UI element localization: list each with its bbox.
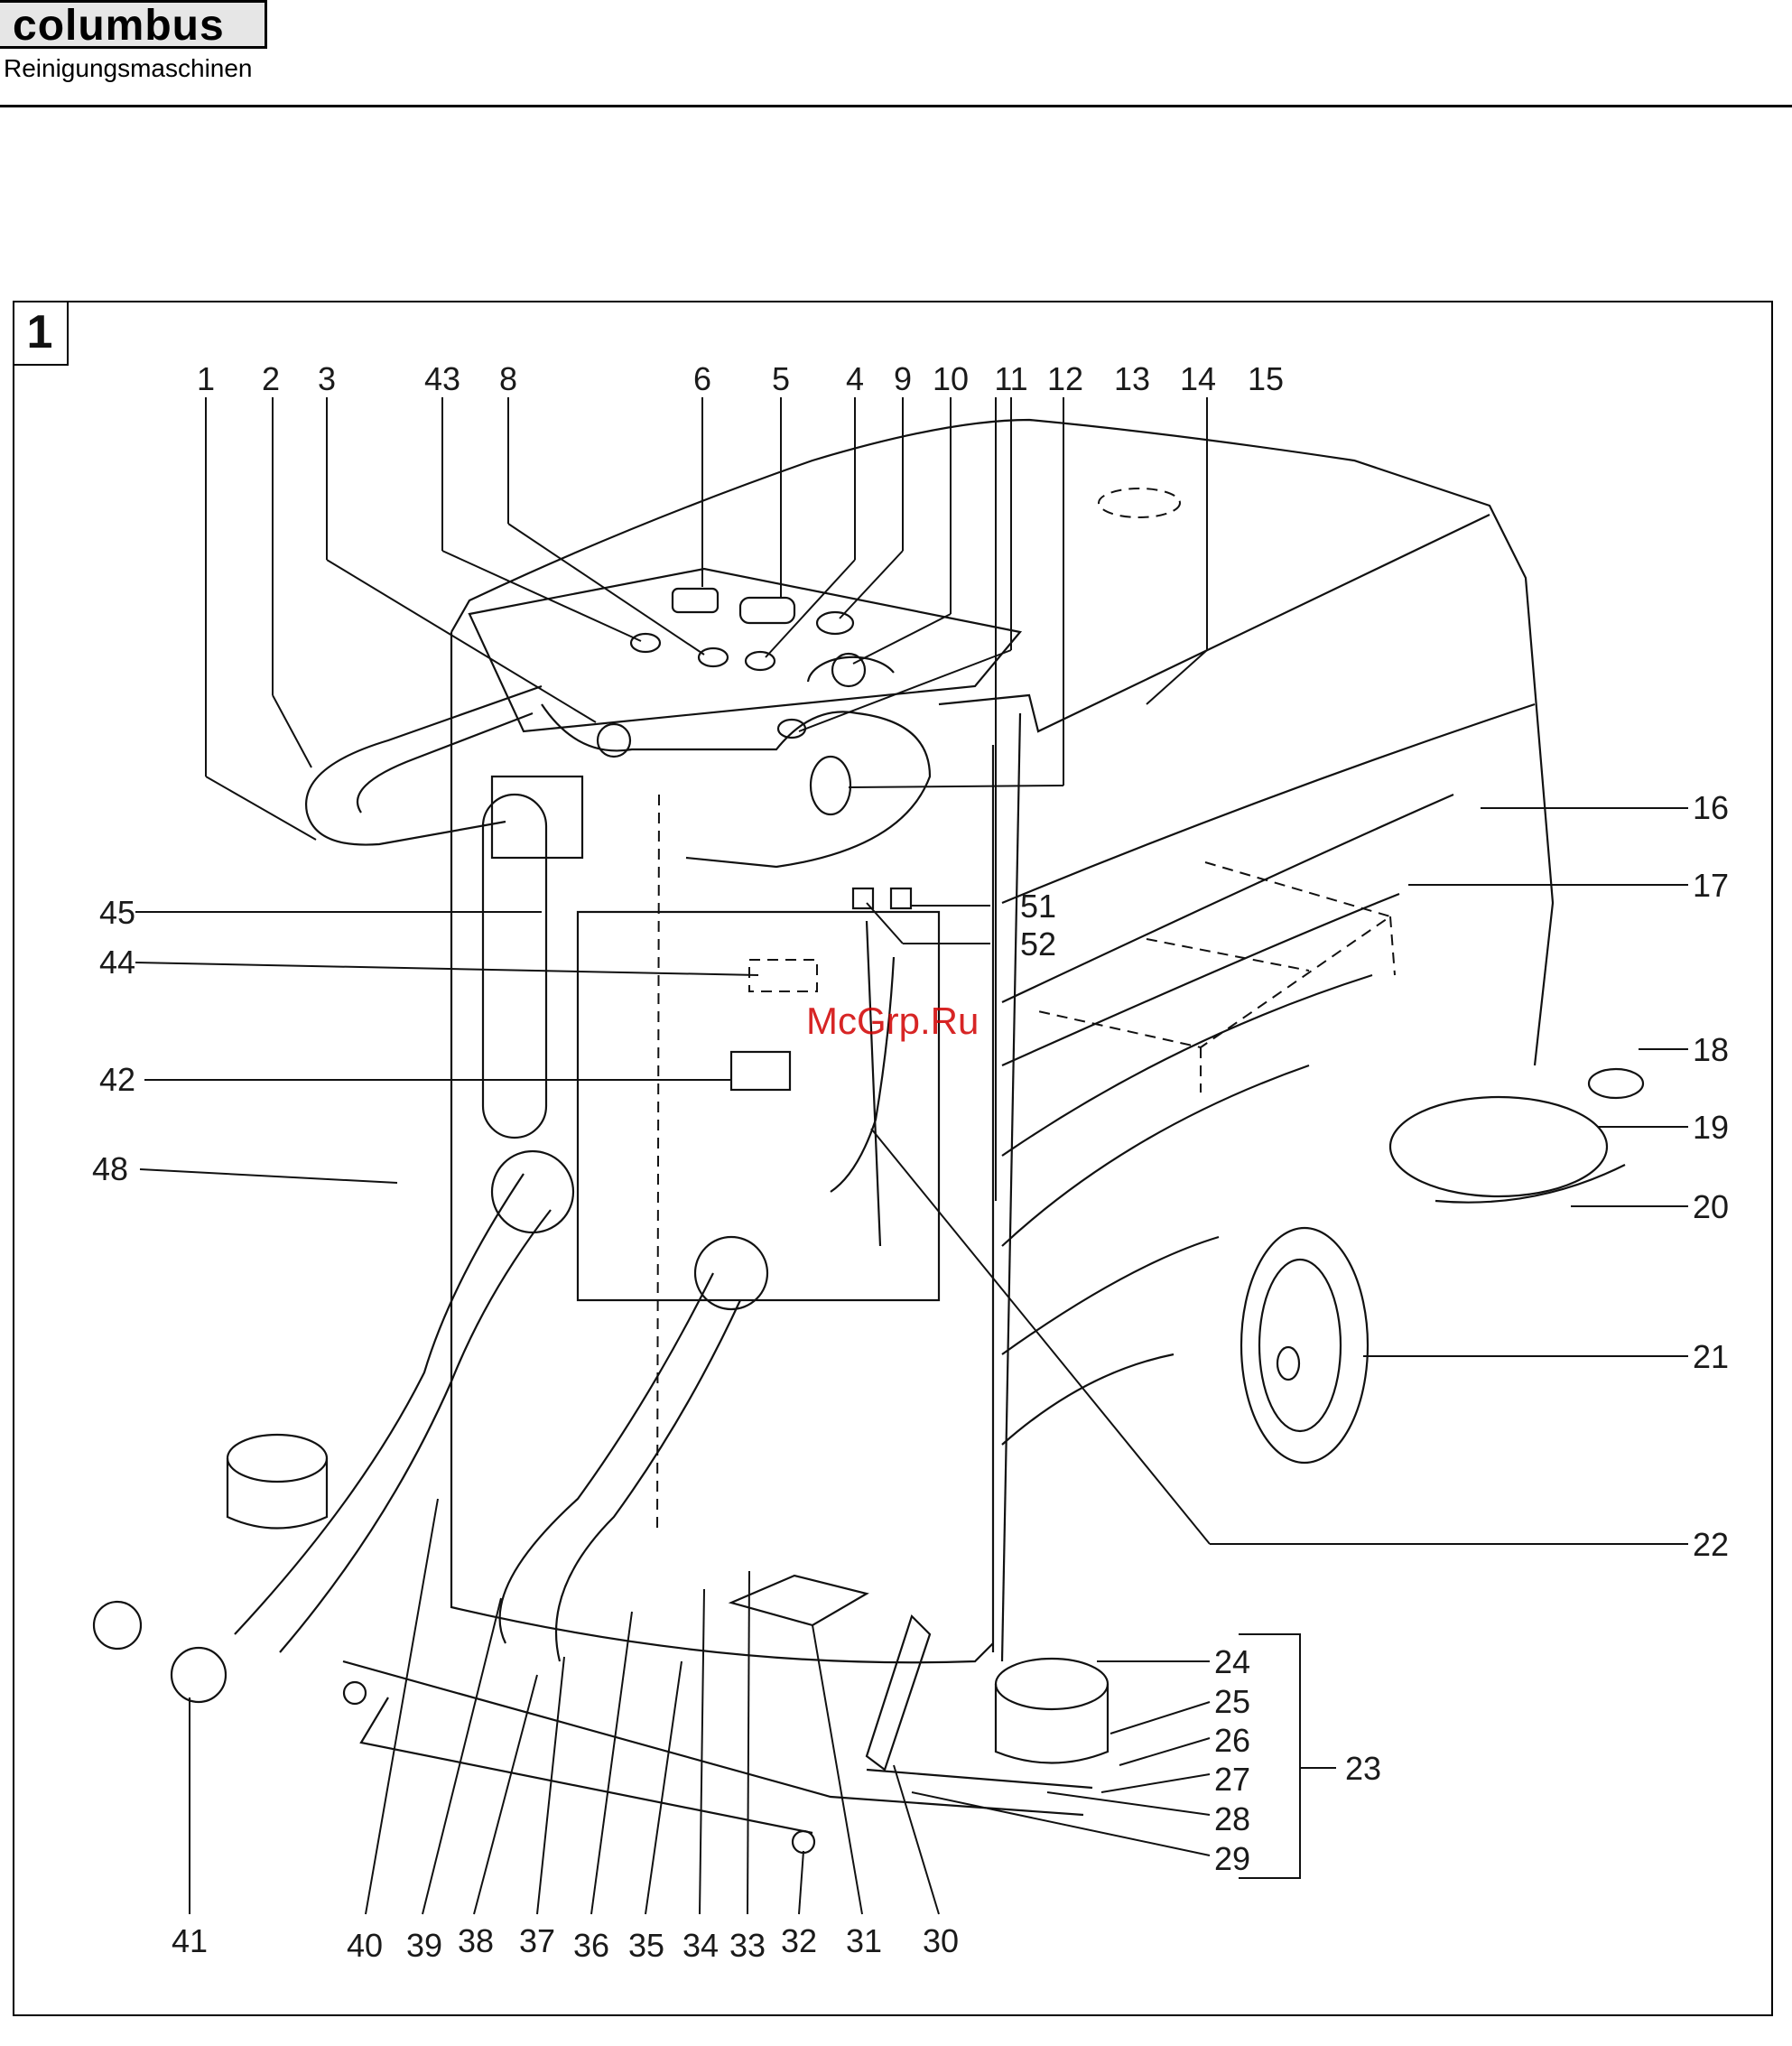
watermark: McGrp.Ru — [806, 1000, 979, 1042]
callout-40: 40 — [347, 1927, 383, 1964]
callout-26: 26 — [1214, 1722, 1250, 1759]
callout-39: 39 — [406, 1927, 442, 1964]
callout-14: 14 — [1180, 360, 1216, 397]
callout-43: 43 — [424, 360, 460, 397]
callout-15: 15 — [1248, 360, 1284, 397]
callout-16: 16 — [1693, 789, 1729, 826]
callout-24: 24 — [1214, 1643, 1250, 1680]
callout-30: 30 — [923, 1922, 959, 1959]
callout-31: 31 — [846, 1922, 882, 1959]
callout-10: 10 — [933, 360, 969, 397]
callout-45: 45 — [99, 894, 135, 931]
callout-12: 12 — [1047, 360, 1083, 397]
callout-35: 35 — [628, 1927, 664, 1964]
callout-1: 1 — [197, 360, 215, 397]
callout-18: 18 — [1693, 1031, 1729, 1068]
callout-3: 3 — [318, 360, 336, 397]
callout-13: 13 — [1114, 360, 1150, 397]
callout-9: 9 — [894, 360, 912, 397]
callout-23: 23 — [1345, 1750, 1381, 1787]
callout-36: 36 — [573, 1927, 609, 1964]
callout-6: 6 — [693, 360, 711, 397]
callout-4: 4 — [846, 360, 864, 397]
callout-37: 37 — [519, 1922, 555, 1959]
callout-44: 44 — [99, 944, 135, 981]
callout-21: 21 — [1693, 1338, 1729, 1375]
machine-illustration — [94, 420, 1643, 1853]
callout-34: 34 — [682, 1927, 719, 1964]
callout-48: 48 — [92, 1150, 128, 1187]
callout-38: 38 — [458, 1922, 494, 1959]
callout-29: 29 — [1214, 1840, 1250, 1877]
callout-11: 11 — [994, 360, 1027, 397]
callout-8: 8 — [499, 360, 517, 397]
callout-51: 51 — [1020, 888, 1056, 925]
callout-5: 5 — [772, 360, 790, 397]
callout-20: 20 — [1693, 1188, 1729, 1225]
callout-42: 42 — [99, 1061, 135, 1098]
callout-33: 33 — [729, 1927, 766, 1964]
callout-22: 22 — [1693, 1526, 1729, 1563]
callout-2: 2 — [262, 360, 280, 397]
callout-27: 27 — [1214, 1761, 1250, 1798]
callout-41: 41 — [172, 1922, 208, 1959]
callout-28: 28 — [1214, 1800, 1250, 1837]
callout-17: 17 — [1693, 867, 1729, 904]
callout-52: 52 — [1020, 925, 1056, 963]
callout-32: 32 — [781, 1922, 817, 1959]
callout-labels: 1 2 3 43 8 6 5 4 9 10 11 12 13 14 15 16 … — [92, 360, 1729, 1964]
callout-19: 19 — [1693, 1109, 1729, 1146]
callout-25: 25 — [1214, 1683, 1250, 1720]
